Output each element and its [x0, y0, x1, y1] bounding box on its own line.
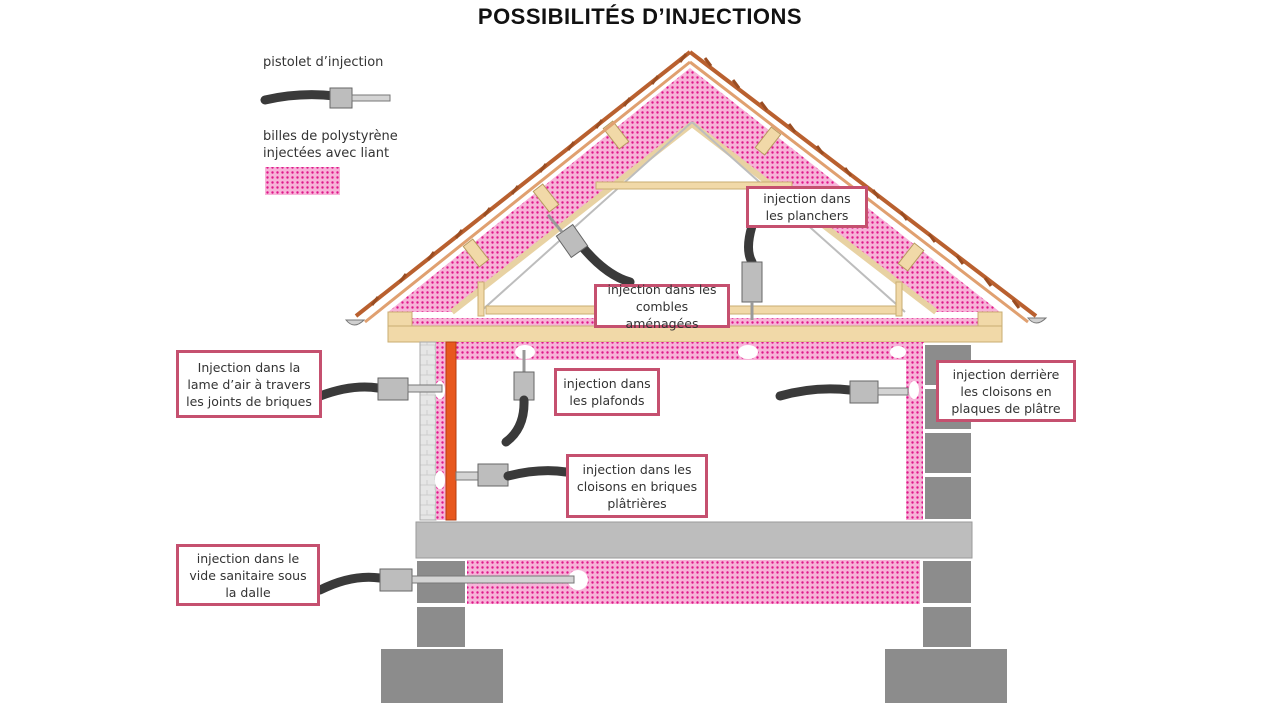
- callout-cavity-wall: Injection dans la lame d’air à travers l…: [176, 350, 322, 418]
- ceiling-insulation: [456, 342, 910, 360]
- crawl-space-injection-gun: [315, 568, 575, 595]
- legend-beads-line2: injectées avec liant: [263, 146, 390, 161]
- callout-plaster-partitions: injection derrière les cloisons en plaqu…: [936, 360, 1076, 422]
- legend-beads-swatch: [265, 167, 340, 195]
- collar-tie: [595, 181, 793, 190]
- legend-gun-icon: [260, 87, 391, 109]
- floor-slab: [415, 521, 973, 559]
- callout-crawl-space: injection dans le vide sanitaire sous la…: [176, 544, 320, 606]
- legend-beads-line1: billes de polystyrène: [263, 129, 398, 144]
- left-outer-wall: [419, 341, 437, 521]
- right-wall-insulation: [906, 342, 924, 520]
- roof-insulation: [388, 68, 1000, 312]
- callout-ceilings: injection dans les plafonds: [554, 368, 660, 416]
- floor-injection-gun: [741, 221, 763, 320]
- brick-partition: [445, 341, 457, 521]
- roof-tiles: [344, 50, 1048, 326]
- callout-floors: injection dans les planchers: [746, 186, 868, 228]
- plaster-partition-injection-gun: [775, 380, 909, 404]
- foundation: [379, 559, 1009, 705]
- attic-injection-gun: [546, 214, 635, 287]
- partition-injection-gun: [455, 463, 571, 487]
- left-wall-insulation: [436, 342, 446, 520]
- cavity-wall-injection-gun: [315, 377, 443, 401]
- legend-beads-label: billes de polystyrène injectées avec lia…: [263, 128, 398, 162]
- page-title: POSSIBILITÉS D’INJECTIONS: [477, 4, 803, 29]
- legend-gun-label: pistolet d’injection: [263, 55, 384, 70]
- ceiling-injection-gun: [501, 350, 535, 447]
- callout-attic: injection dans les combles aménagées: [594, 282, 730, 331]
- callout-brick-partitions: injection dans les cloisons en briques p…: [566, 454, 708, 518]
